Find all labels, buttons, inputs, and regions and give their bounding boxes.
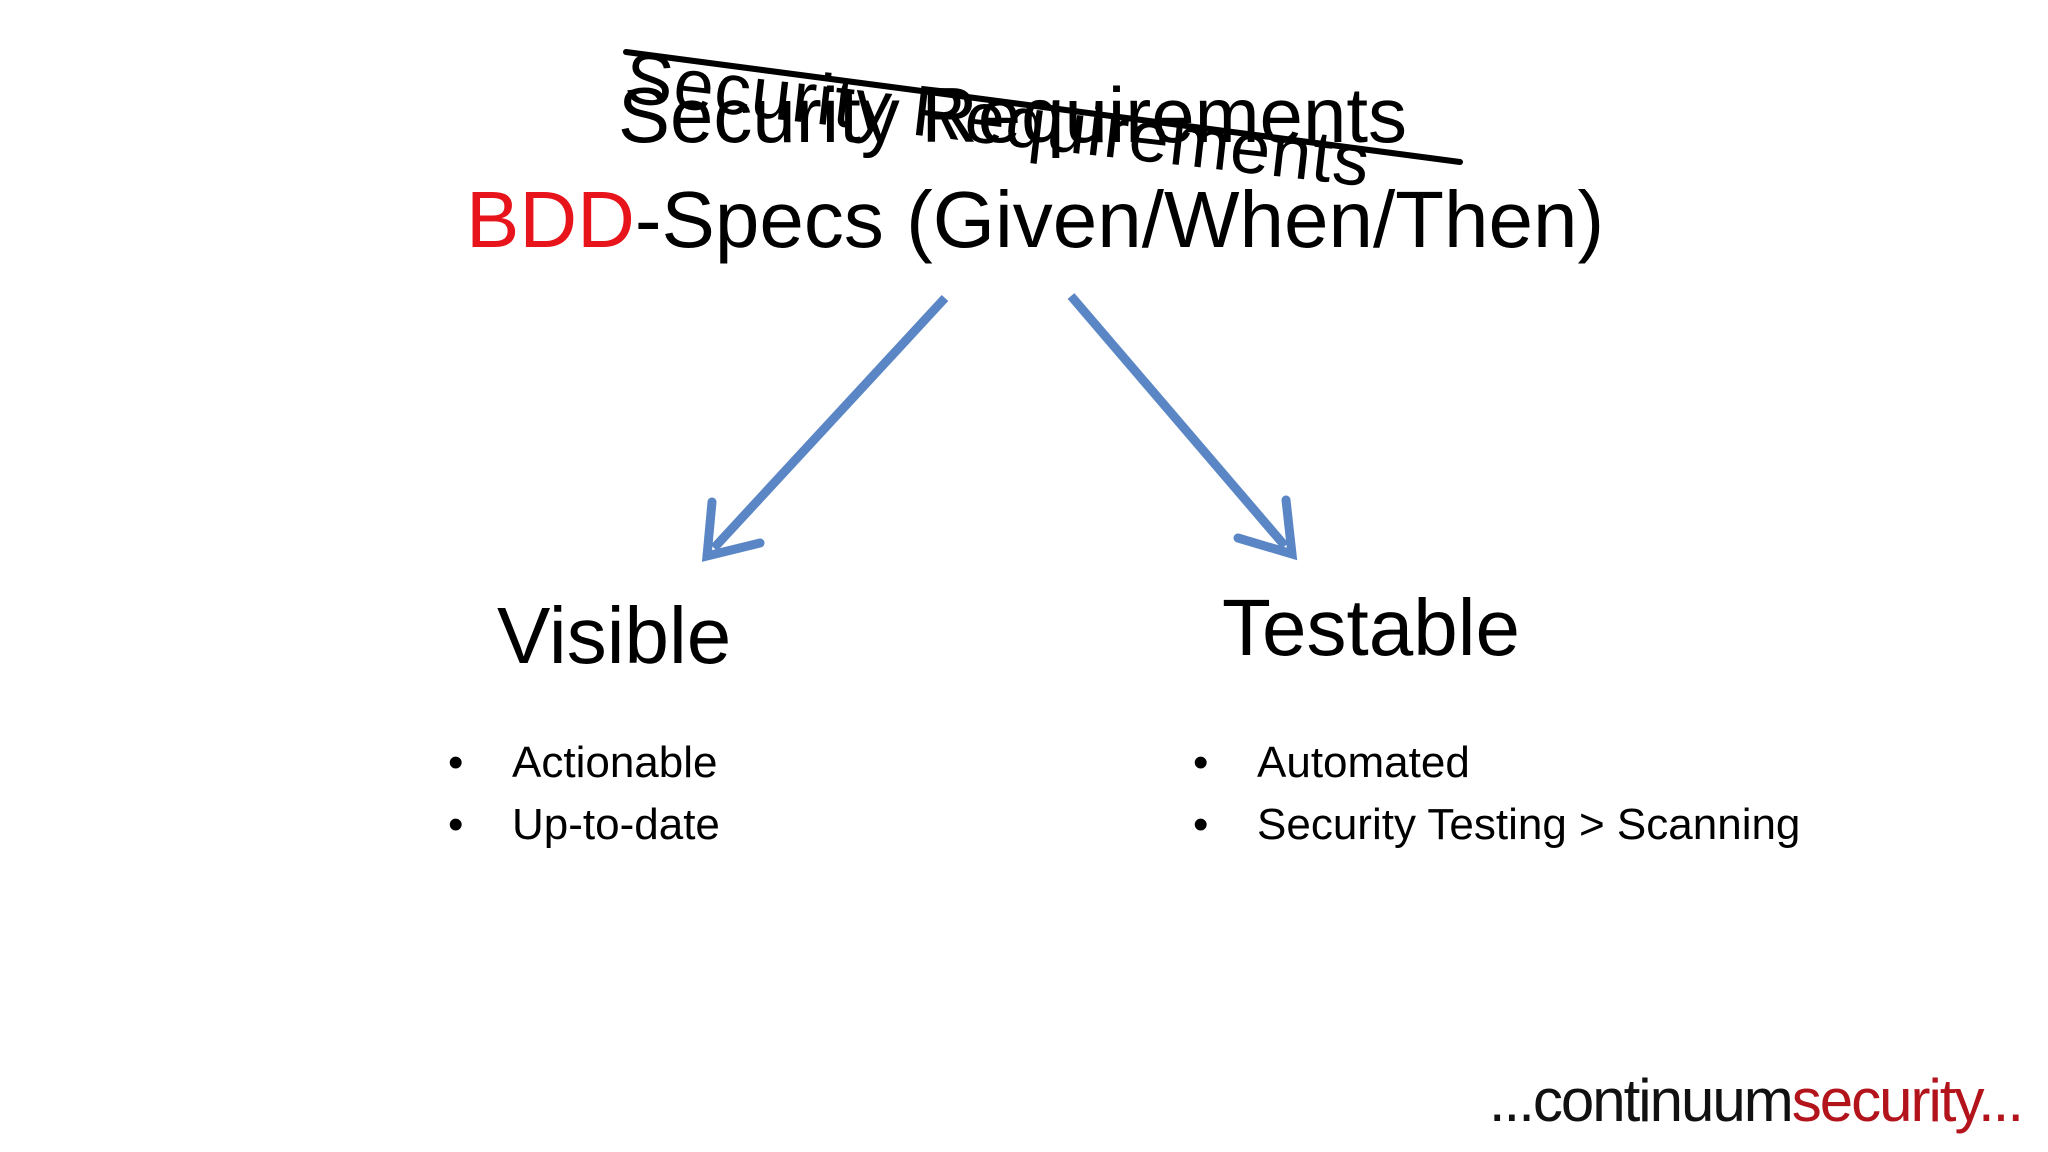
bdd-specs-rest: -Specs (Given/When/Then)	[634, 175, 1605, 264]
arrow-down-left-icon	[701, 294, 949, 562]
list-item: • Actionable	[448, 732, 720, 794]
list-item: • Up-to-date	[448, 794, 720, 856]
bdd-specs-title: BDD-Specs (Given/When/Then)	[466, 174, 1604, 266]
bullet-dot: •	[448, 738, 464, 787]
arrow-down-right-icon	[1067, 293, 1298, 561]
list-item: • Security Testing > Scanning	[1193, 794, 1800, 856]
bullet-text: Actionable	[512, 738, 718, 787]
bullet-text: Security Testing > Scanning	[1257, 800, 1801, 849]
bullet-dot: •	[1193, 800, 1209, 849]
testable-bullet-list: • Automated • Security Testing > Scannin…	[1193, 732, 1800, 856]
bullet-text: Automated	[1257, 738, 1470, 787]
bullet-text: Up-to-date	[512, 800, 720, 849]
bdd-highlight: BDD	[466, 175, 635, 264]
testable-heading: Testable	[1222, 583, 1520, 672]
logo-suffix: security...	[1791, 1067, 2024, 1134]
visible-heading: Visible	[497, 591, 732, 680]
visible-bullet-list: • Actionable • Up-to-date	[448, 732, 720, 856]
bullet-dot: •	[448, 800, 464, 849]
logo-prefix: ...continuum	[1488, 1067, 1794, 1134]
continuum-security-logo: ...continuumsecurity...	[1488, 1066, 2024, 1136]
bullet-dot: •	[1193, 738, 1209, 787]
list-item: • Automated	[1193, 732, 1800, 794]
